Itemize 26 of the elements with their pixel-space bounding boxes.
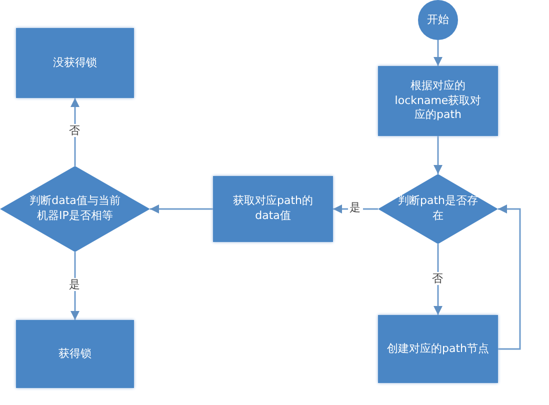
node-text: 没获得锁	[52, 56, 98, 70]
process-box	[378, 66, 498, 136]
decision-diamond	[0, 166, 150, 252]
edge-label: 否	[67, 124, 82, 138]
node-text: 根据对应的lockname获取对应的path	[394, 78, 482, 124]
node-text: 开始	[426, 12, 450, 28]
edge-label: 是	[348, 201, 362, 214]
process-box	[16, 320, 134, 388]
node-text: 获取对应path的data值	[232, 194, 314, 224]
arrow	[70, 98, 80, 166]
start-circle	[418, 0, 458, 40]
process-box	[213, 176, 333, 242]
edge-label: 否	[430, 272, 445, 285]
arrow	[150, 204, 213, 214]
arrow	[434, 136, 442, 174]
arrow	[434, 40, 442, 66]
arrow	[70, 252, 80, 320]
decision-diamond	[378, 174, 498, 244]
process-box	[16, 28, 134, 98]
edge-label: 是	[67, 278, 82, 292]
process-box	[378, 315, 498, 383]
node-text: 获得锁	[58, 346, 92, 362]
node-text: 创建对应的path节点	[386, 342, 490, 356]
node-text: 判断path是否存在	[396, 194, 479, 224]
node-text: 判断data值与当前机器IP是否相等	[28, 194, 122, 224]
arrow	[498, 204, 521, 350]
